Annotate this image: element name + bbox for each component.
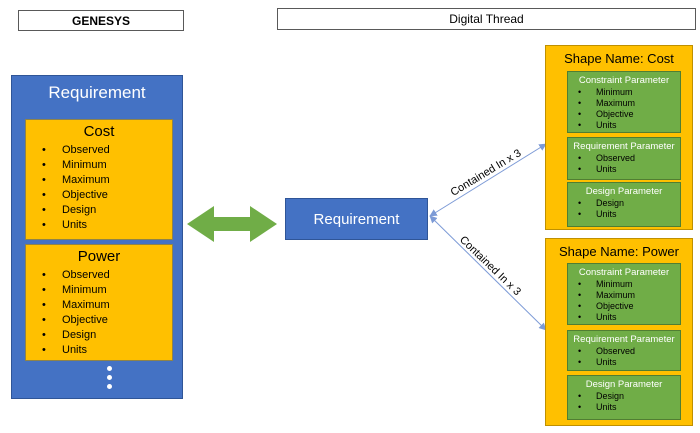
bullet-item: Minimum [574, 279, 680, 290]
bullet-item: Design [38, 203, 172, 218]
requirement-node-label: Requirement [313, 210, 400, 228]
genesys-header-label: GENESYS [71, 13, 131, 28]
power-attribute-group: Power ObservedMinimumMaximumObjectiveDes… [25, 244, 173, 361]
bullet-item: Maximum [574, 290, 680, 301]
bullet-item: Units [38, 343, 172, 358]
bullet-item: Objective [574, 109, 680, 120]
param-title: Requirement Parameter [573, 141, 675, 152]
cost-constraint-parameter: Constraint Parameter MinimumMaximumObjec… [567, 71, 681, 133]
bullet-item: Minimum [38, 158, 172, 173]
shape-power-title: Shape Name: Power [559, 244, 679, 259]
bullet-item: Units [574, 120, 680, 131]
connector-label-power: Contained In x 3 [457, 233, 523, 299]
param-title: Requirement Parameter [573, 334, 675, 345]
param-title: Design Parameter [585, 379, 663, 390]
bullet-item: Design [574, 198, 680, 209]
bullet-item: Units [574, 312, 680, 323]
cost-design-parameter: Design Parameter DesignUnits [567, 182, 681, 227]
bullet-item: Maximum [38, 298, 172, 313]
bullet-item: Design [38, 328, 172, 343]
param-title: Constraint Parameter [578, 267, 670, 278]
power-title: Power [77, 248, 121, 265]
cost-attribute-list: ObservedMinimumMaximumObjectiveDesignUni… [26, 143, 172, 233]
bullet-item: Observed [38, 143, 172, 158]
param-list: ObservedUnits [568, 153, 680, 175]
param-list: MinimumMaximumObjectiveUnits [568, 87, 680, 131]
bullet-item: Maximum [38, 173, 172, 188]
double-headed-arrow-icon [187, 206, 277, 242]
cost-title: Cost [83, 123, 115, 140]
bullet-item: Objective [574, 301, 680, 312]
bullet-item: Objective [38, 188, 172, 203]
param-title: Design Parameter [585, 186, 663, 197]
shape-power: Shape Name: Power Constraint Parameter M… [545, 238, 693, 426]
param-list: DesignUnits [568, 198, 680, 220]
connector-label-cost: Contained In x 3 [448, 147, 524, 199]
bullet-item: Objective [38, 313, 172, 328]
power-design-parameter: Design Parameter DesignUnits [567, 375, 681, 420]
bullet-item: Units [38, 218, 172, 233]
bullet-item: Design [574, 391, 680, 402]
bullet-item: Units [574, 209, 680, 220]
cost-requirement-parameter: Requirement Parameter ObservedUnits [567, 137, 681, 180]
power-requirement-parameter: Requirement Parameter ObservedUnits [567, 330, 681, 371]
param-title: Constraint Parameter [578, 75, 670, 86]
bullet-item: Maximum [574, 98, 680, 109]
bullet-item: Observed [574, 346, 680, 357]
bullet-item: Units [574, 164, 680, 175]
vertical-ellipsis-icon [104, 366, 114, 389]
digital-thread-requirement-node: Requirement [285, 198, 428, 240]
bullet-item: Observed [38, 268, 172, 283]
requirement-title: Requirement [48, 83, 146, 102]
bullet-item: Minimum [574, 87, 680, 98]
genesys-header: GENESYS [18, 10, 184, 31]
bullet-item: Units [574, 357, 680, 368]
connector-contained-in-cost [429, 143, 547, 217]
cost-attribute-group: Cost ObservedMinimumMaximumObjectiveDesi… [25, 119, 173, 240]
digital-thread-header: Digital Thread [277, 8, 696, 30]
shape-cost-title: Shape Name: Cost [564, 51, 674, 66]
genesys-requirement-node: Requirement Cost ObservedMinimumMaximumO… [11, 75, 183, 399]
power-constraint-parameter: Constraint Parameter MinimumMaximumObjec… [567, 263, 681, 325]
bullet-item: Units [574, 402, 680, 413]
power-attribute-list: ObservedMinimumMaximumObjectiveDesignUni… [26, 268, 172, 358]
bullet-item: Minimum [38, 283, 172, 298]
digital-thread-header-label: Digital Thread [449, 12, 524, 26]
bullet-item: Observed [574, 153, 680, 164]
param-list: MinimumMaximumObjectiveUnits [568, 279, 680, 323]
shape-cost: Shape Name: Cost Constraint Parameter Mi… [545, 45, 693, 230]
param-list: ObservedUnits [568, 346, 680, 368]
param-list: DesignUnits [568, 391, 680, 413]
